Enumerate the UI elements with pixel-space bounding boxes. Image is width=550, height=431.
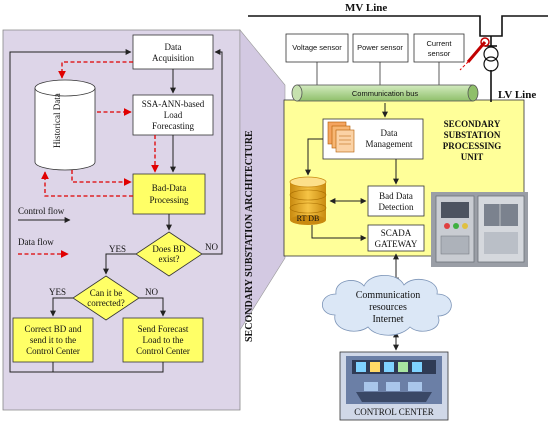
- unit-title-line1: SECONDARY: [444, 119, 501, 129]
- bad-data-detection-line2: Detection: [379, 202, 414, 212]
- bad-data-detection-line1: Bad Data: [379, 191, 413, 201]
- rt-db-icon: [289, 176, 327, 225]
- does-bd-exist-line1: Does BD: [152, 244, 186, 254]
- can-be-corrected-line2: corrected?: [87, 298, 124, 308]
- no-label-1: NO: [205, 242, 218, 252]
- lv-line-label: LV Line: [498, 89, 536, 101]
- does-bd-exist-decision: Does BD exist?: [135, 231, 203, 277]
- current-sensor-line2: sensor: [428, 49, 451, 58]
- scada-gateway-line2: GATEWAY: [375, 239, 418, 249]
- data-acquisition-line1: Data: [165, 42, 182, 52]
- data-acquisition-line2: Acquisition: [152, 53, 194, 63]
- cloud-icon: [321, 274, 452, 336]
- ssa-ann-line3: Forecasting: [152, 121, 194, 131]
- control-flow-arrows: [9, 49, 223, 373]
- ssa-ann-box: SSA-ANN-based Load Forecasting: [132, 94, 214, 136]
- current-sensor-line1: Current: [426, 39, 452, 48]
- architecture-vertical-title: SECONDARY SUBSTATION ARCHITECTURE: [244, 130, 255, 342]
- control-center-label: CONTROL CENTER: [354, 407, 433, 417]
- voltage-sensor-box: Voltage sensor: [285, 33, 349, 63]
- yes-label-1: YES: [109, 244, 126, 254]
- current-sensor-box: Current sensor: [413, 33, 465, 63]
- power-sensor-box: Power sensor: [352, 33, 409, 63]
- bad-data-detection-box: Bad Data Detection: [367, 185, 425, 217]
- scada-gateway-box: SCADA GATEWAY: [367, 224, 425, 252]
- does-bd-exist-line2: exist?: [159, 254, 180, 264]
- rt-db-label: RT DB: [297, 214, 320, 223]
- yes-label-2: YES: [49, 287, 66, 297]
- documents-icon: [327, 121, 355, 153]
- send-forecast-line1: Send Forecast: [138, 324, 189, 334]
- send-forecast-box: Send Forecast Load to the Control Center: [122, 317, 204, 363]
- data-management-box: Data Management: [322, 118, 424, 160]
- can-be-corrected-line1: Can it be: [90, 288, 123, 298]
- control-center-box: CONTROL CENTER: [339, 351, 449, 421]
- voltage-sensor-label: Voltage sensor: [292, 43, 342, 52]
- correct-bd-box: Correct BD and send it to the Control Ce…: [12, 317, 94, 363]
- cloud-line1: Communication: [356, 290, 420, 301]
- send-forecast-line3: Control Center: [136, 346, 190, 356]
- data-flow-arrows: [18, 61, 159, 258]
- bad-data-processing-line1: Bad-Data: [152, 183, 186, 193]
- correct-bd-line1: Correct BD and: [25, 324, 82, 334]
- historical-data-cylinder: Historical Data: [34, 79, 96, 171]
- bad-data-processing-box: Bad-Data Processing: [132, 173, 206, 215]
- unit-title-line3: PROCESSING: [443, 141, 502, 151]
- can-be-corrected-decision: Can it be corrected?: [72, 275, 140, 321]
- communication-bus-label: Communication bus: [352, 89, 419, 98]
- legend-data-flow: Data flow: [18, 237, 54, 247]
- data-management-line2: Management: [366, 139, 413, 149]
- power-sensor-label: Power sensor: [357, 43, 403, 52]
- legend-control-flow: Control flow: [18, 206, 65, 216]
- mv-line-label: MV Line: [345, 2, 387, 14]
- send-forecast-line2: Load to the: [143, 335, 184, 345]
- cloud-line3: Internet: [372, 314, 403, 325]
- bad-data-processing-line2: Processing: [150, 195, 189, 205]
- historical-data-label: Historical Data: [52, 93, 62, 148]
- switchgear-cabinet-image: [431, 192, 528, 267]
- communication-bus: Communication bus: [291, 84, 479, 102]
- unit-title-line4: UNIT: [461, 152, 484, 162]
- data-management-line1: Data: [381, 128, 398, 138]
- transformer-icon: [483, 46, 499, 72]
- correct-bd-line3: Control Center: [26, 346, 80, 356]
- unit-title-line2: SUBSTATION: [444, 130, 501, 140]
- ssa-ann-line1: SSA-ANN-based: [142, 99, 205, 109]
- scada-gateway-line1: SCADA: [381, 228, 412, 238]
- processing-unit-title: SECONDARY SUBSTATION PROCESSING UNIT: [443, 119, 502, 162]
- no-label-2: NO: [145, 287, 158, 297]
- data-acquisition-box: Data Acquisition: [132, 34, 214, 70]
- ssa-ann-line2: Load: [164, 110, 183, 120]
- current-probe-icon: [459, 37, 490, 71]
- cloud-line2: resources: [369, 302, 407, 313]
- sensor-connectors: [316, 62, 440, 85]
- correct-bd-line2: send it to the: [30, 335, 76, 345]
